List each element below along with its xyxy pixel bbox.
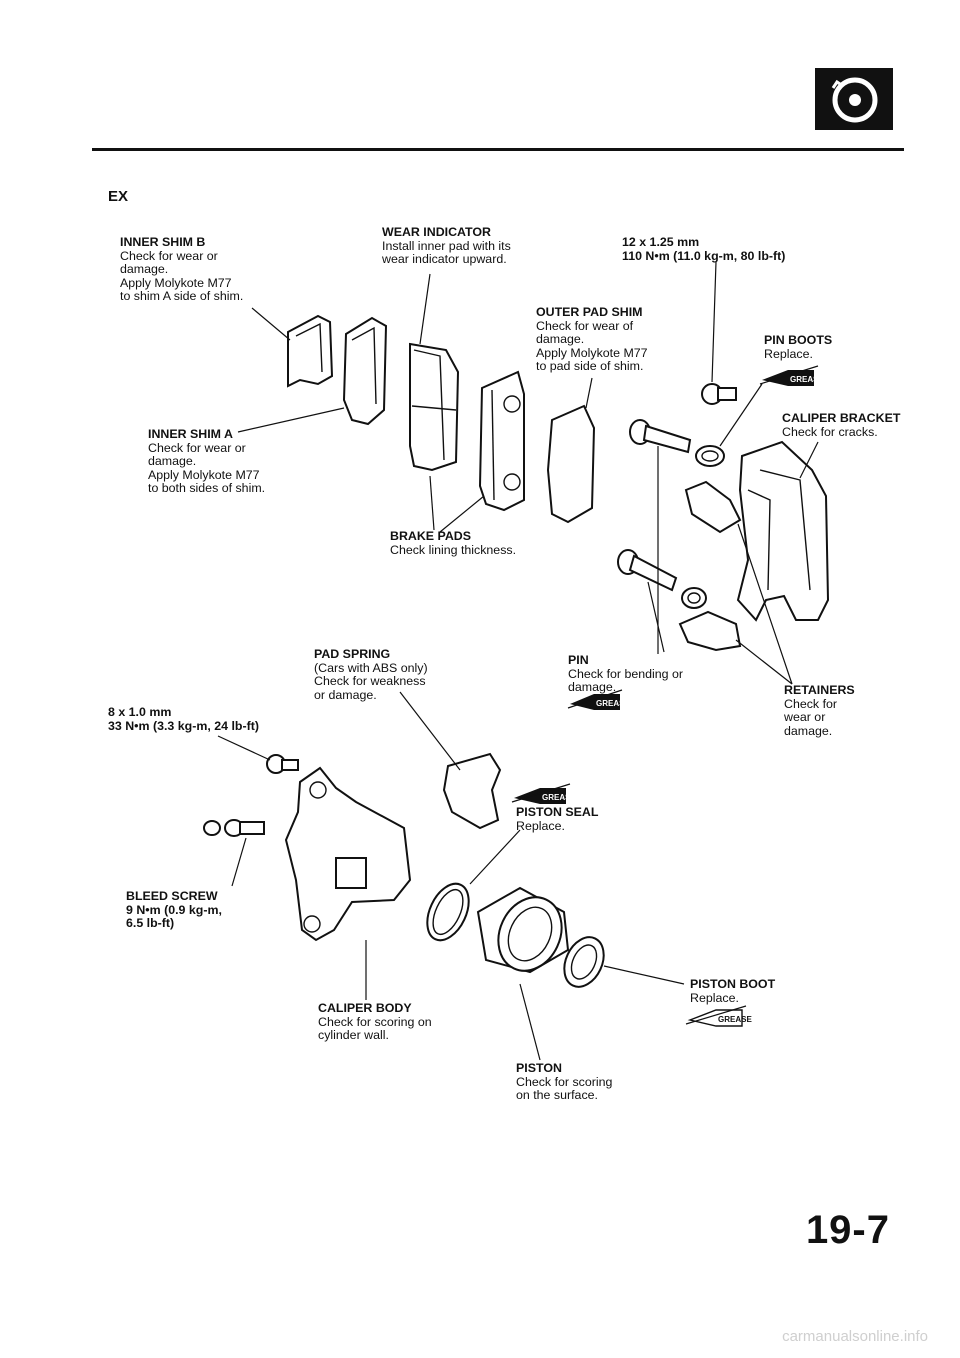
lower-pin-part — [617, 549, 678, 592]
wear-indicator-desc: Install inner pad with its wear indicato… — [382, 238, 511, 267]
lower-pin-boot-part — [681, 587, 707, 609]
model-label: EX — [108, 188, 129, 205]
retainers-title: RETAINERS — [784, 683, 855, 697]
bolt-12-spec: 12 x 1.25 mm 110 N•m (11.0 kg-m, 80 lb-f… — [622, 235, 786, 263]
grease-badge-piston-seal — [511, 783, 571, 804]
upper-retainer-part — [684, 480, 742, 534]
page-number: 19-7 — [805, 1208, 890, 1252]
outer-pad-shim-desc: Check for wear of damage. Apply Molykote… — [536, 318, 648, 374]
piston-title: PISTON — [516, 1061, 562, 1075]
piston-seal-desc: Replace. — [516, 818, 565, 833]
caliper-bolt-part — [266, 754, 299, 774]
bolt-8-spec: 8 x 1.0 mm 33 N•m (3.3 kg-m, 24 lb-ft) — [108, 705, 259, 733]
inner-shim-a-part — [342, 316, 388, 426]
piston-callout: PISTON Check for scoring on the surface. — [516, 1061, 613, 1103]
pad-spring-part — [442, 752, 502, 830]
grease-badge-piston-boot — [685, 1005, 747, 1027]
retainers-desc: Check for wear or damage. — [784, 696, 838, 738]
piston-seal-callout: PISTON SEAL Replace. — [516, 805, 599, 833]
pad-spring-callout: PAD SPRING (Cars with ABS only) Check fo… — [314, 647, 428, 702]
pin-boots-title: PIN BOOTS — [764, 333, 833, 347]
brake-pads-callout: BRAKE PADS Check lining thickness. — [390, 529, 517, 557]
grease-badge-label: GREASE — [718, 1015, 752, 1024]
watermark: carmanualsonline.info — [782, 1328, 928, 1345]
pin-boots-callout: PIN BOOTS Replace. — [764, 333, 833, 361]
pin-title: PIN — [568, 653, 589, 667]
grease-badge-label: GREASE — [596, 699, 630, 708]
caliper-body-desc: Check for scoring on cylinder wall. — [318, 1014, 432, 1043]
brake-pads-desc: Check lining thickness. — [390, 542, 517, 557]
inner-shim-a-callout: INNER SHIM A Check for wear or damage. A… — [148, 427, 266, 496]
piston-part — [476, 886, 570, 974]
inner-shim-b-title: INNER SHIM B — [120, 235, 206, 249]
brake-disc-icon — [815, 68, 893, 130]
caliper-bracket-desc: Check for cracks. — [782, 424, 878, 439]
pin-desc: Check for bending or damage. — [568, 666, 684, 695]
bleed-screw-part — [203, 819, 265, 837]
piston-seal-title: PISTON SEAL — [516, 805, 599, 819]
outer-pad-shim-callout: OUTER PAD SHIM Check for wear of damage.… — [536, 305, 648, 374]
pad-spring-title: PAD SPRING — [314, 647, 391, 661]
inner-shim-b-part — [287, 314, 334, 388]
caliper-bracket-part — [736, 440, 830, 622]
inner-shim-b-callout: INNER SHIM B Check for wear or damage. A… — [120, 235, 244, 304]
caliper-body-callout: CALIPER BODY Check for scoring on cylind… — [318, 1001, 432, 1043]
retainers-callout: RETAINERS Check for wear or damage. — [784, 683, 855, 738]
piston-boot-callout: PISTON BOOT Replace. — [690, 977, 776, 1005]
wear-indicator-title: WEAR INDICATOR — [382, 225, 491, 239]
bleed-screw-spec: BLEED SCREW 9 N•m (0.9 kg-m, 6.5 lb-ft) — [126, 889, 222, 931]
grease-badge-label: GREASE — [542, 793, 576, 802]
outer-pad-shim-part — [546, 404, 596, 524]
grease-badge-pin-boots — [759, 365, 819, 386]
grease-badge-label: GREASE — [790, 375, 824, 384]
piston-boot-part — [563, 936, 605, 988]
piston-desc: Check for scoring on the surface. — [516, 1074, 613, 1103]
pin-callout: PIN Check for bending or damage. — [568, 653, 684, 695]
piston-seal-part — [426, 882, 470, 942]
grease-badge-pin — [567, 689, 623, 710]
outer-brake-pad-part — [478, 370, 525, 512]
upper-pin-boot-part — [695, 445, 725, 467]
brake-pads-title: BRAKE PADS — [390, 529, 472, 543]
header-rule — [92, 148, 904, 151]
inner-shim-a-desc: Check for wear or damage. Apply Molykote… — [148, 440, 266, 496]
upper-pin-part — [629, 419, 692, 454]
wear-indicator-callout: WEAR INDICATOR Install inner pad with it… — [382, 225, 511, 267]
pad-spring-desc: (Cars with ABS only) Check for weakness … — [314, 660, 428, 702]
caliper-body-part — [284, 766, 412, 942]
piston-boot-title: PISTON BOOT — [690, 977, 776, 991]
inner-shim-b-desc: Check for wear or damage. Apply Molykote… — [120, 248, 244, 304]
piston-boot-desc: Replace. — [690, 990, 739, 1005]
inner-brake-pad-part — [409, 342, 460, 472]
upper-bolt-part — [701, 383, 737, 405]
lower-retainer-part — [678, 610, 742, 652]
caliper-bracket-title: CALIPER BRACKET — [782, 411, 901, 425]
caliper-bracket-callout: CALIPER BRACKET Check for cracks. — [782, 411, 901, 439]
inner-shim-a-title: INNER SHIM A — [148, 427, 233, 441]
caliper-body-title: CALIPER BODY — [318, 1001, 412, 1015]
pin-boots-desc: Replace. — [764, 346, 813, 361]
outer-pad-shim-title: OUTER PAD SHIM — [536, 305, 643, 319]
